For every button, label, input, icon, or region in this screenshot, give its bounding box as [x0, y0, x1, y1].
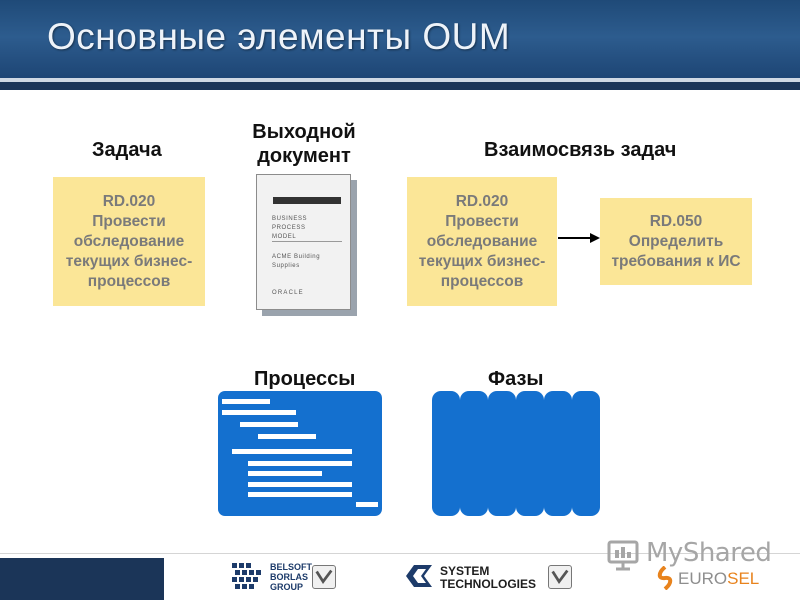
system-technologies-logo-icon: [406, 565, 432, 587]
related-task-1-line: процессов: [440, 272, 524, 290]
system-technologies-logo-text: SYSTEM TECHNOLOGIES: [440, 565, 536, 591]
process-bar: [232, 449, 352, 454]
task-text-line: текущих бизнес-: [65, 252, 193, 270]
phase-column: [516, 391, 544, 516]
process-bar: [248, 471, 322, 476]
footer-navy-block: [0, 558, 164, 600]
header-divider-light: [0, 78, 800, 82]
document-line: BUSINESS: [272, 216, 308, 222]
process-bar: [222, 410, 296, 415]
task-text-line: Провести: [92, 212, 166, 230]
related-task-1-line: обследование: [426, 232, 538, 250]
heading-output-document-line1: Выходной: [252, 121, 356, 143]
output-document-thumbnail: BUSINESS PROCESS MODEL ACME Building Sup…: [256, 174, 351, 310]
document-line: ACME Building: [272, 254, 321, 260]
document-title-bar: [273, 197, 341, 204]
header-divider-dark: [0, 82, 800, 90]
process-bar: [356, 502, 378, 507]
task-code: RD.020: [102, 192, 156, 210]
related-task-2-line: Определить: [628, 232, 724, 250]
phase-column: [432, 391, 460, 516]
footer-divider: [0, 553, 800, 554]
eurosel-logo-text: EUROSEL: [678, 569, 759, 589]
slide-title: Основные элементы OUM: [47, 16, 511, 57]
heading-phases: Фазы: [488, 368, 544, 390]
phase-column: [460, 391, 488, 516]
belsoft-line: BELSOFT: [270, 562, 312, 572]
belsoft-line: BORLAS: [270, 572, 308, 582]
process-bar: [248, 492, 352, 497]
heading-output-document: Выходной документ: [238, 120, 370, 168]
process-bar: [258, 434, 316, 439]
check-mark-icon: [551, 569, 569, 584]
process-bar: [222, 399, 270, 404]
heading-task: Задача: [92, 139, 162, 161]
heading-task-relationship: Взаимосвязь задач: [484, 139, 677, 161]
eurosel-prefix: EURO: [678, 569, 728, 588]
systech-line: TECHNOLOGIES: [440, 577, 537, 591]
document-line: PROCESS: [272, 225, 306, 231]
processes-block: [218, 391, 382, 516]
process-bar: [248, 461, 352, 466]
eurosel-suffix: SEL: [727, 569, 760, 588]
heading-processes: Процессы: [254, 368, 356, 390]
phase-column: [544, 391, 572, 516]
related-task-1-code: RD.020: [455, 192, 509, 210]
document-separator: [272, 241, 342, 242]
document-line: Supplies: [272, 263, 300, 269]
related-task-1-line: Провести: [445, 212, 519, 230]
heading-output-document-line2: документ: [257, 145, 351, 167]
belsoft-line: GROUP: [270, 582, 304, 592]
systech-line: SYSTEM: [440, 564, 490, 578]
check-mark-icon: [315, 569, 333, 584]
slide-header: Основные элементы OUM: [0, 0, 800, 82]
belsoft-logo-text: BELSOFT BORLAS GROUP: [270, 562, 312, 592]
myshared-logo-text: MyShared: [646, 538, 772, 568]
related-task-box-1: RD.020 Провести обследование текущих биз…: [407, 177, 557, 306]
partner-badge-icon: [312, 565, 336, 589]
myshared-logo-icon: [607, 540, 639, 571]
eurosel-logo-icon: [657, 566, 673, 590]
process-bar: [240, 422, 298, 427]
belsoft-logo-icon: [232, 563, 261, 589]
document-brand: ORACLE: [272, 290, 304, 296]
task-box: RD.020 Провести обследование текущих биз…: [53, 177, 205, 306]
task-text-line: процессов: [87, 272, 171, 290]
dependency-arrow: [558, 233, 600, 243]
document-line: MODEL: [272, 234, 297, 240]
related-task-2-line: требования к ИС: [611, 252, 741, 270]
phase-column: [488, 391, 516, 516]
process-bar: [248, 482, 352, 487]
related-task-2-code: RD.050: [649, 212, 703, 230]
task-text-line: обследование: [73, 232, 185, 250]
phase-column: [572, 391, 600, 516]
related-task-1-line: текущих бизнес-: [418, 252, 546, 270]
partner-badge-icon: [548, 565, 572, 589]
related-task-box-2: RD.050 Определить требования к ИС: [600, 198, 752, 285]
